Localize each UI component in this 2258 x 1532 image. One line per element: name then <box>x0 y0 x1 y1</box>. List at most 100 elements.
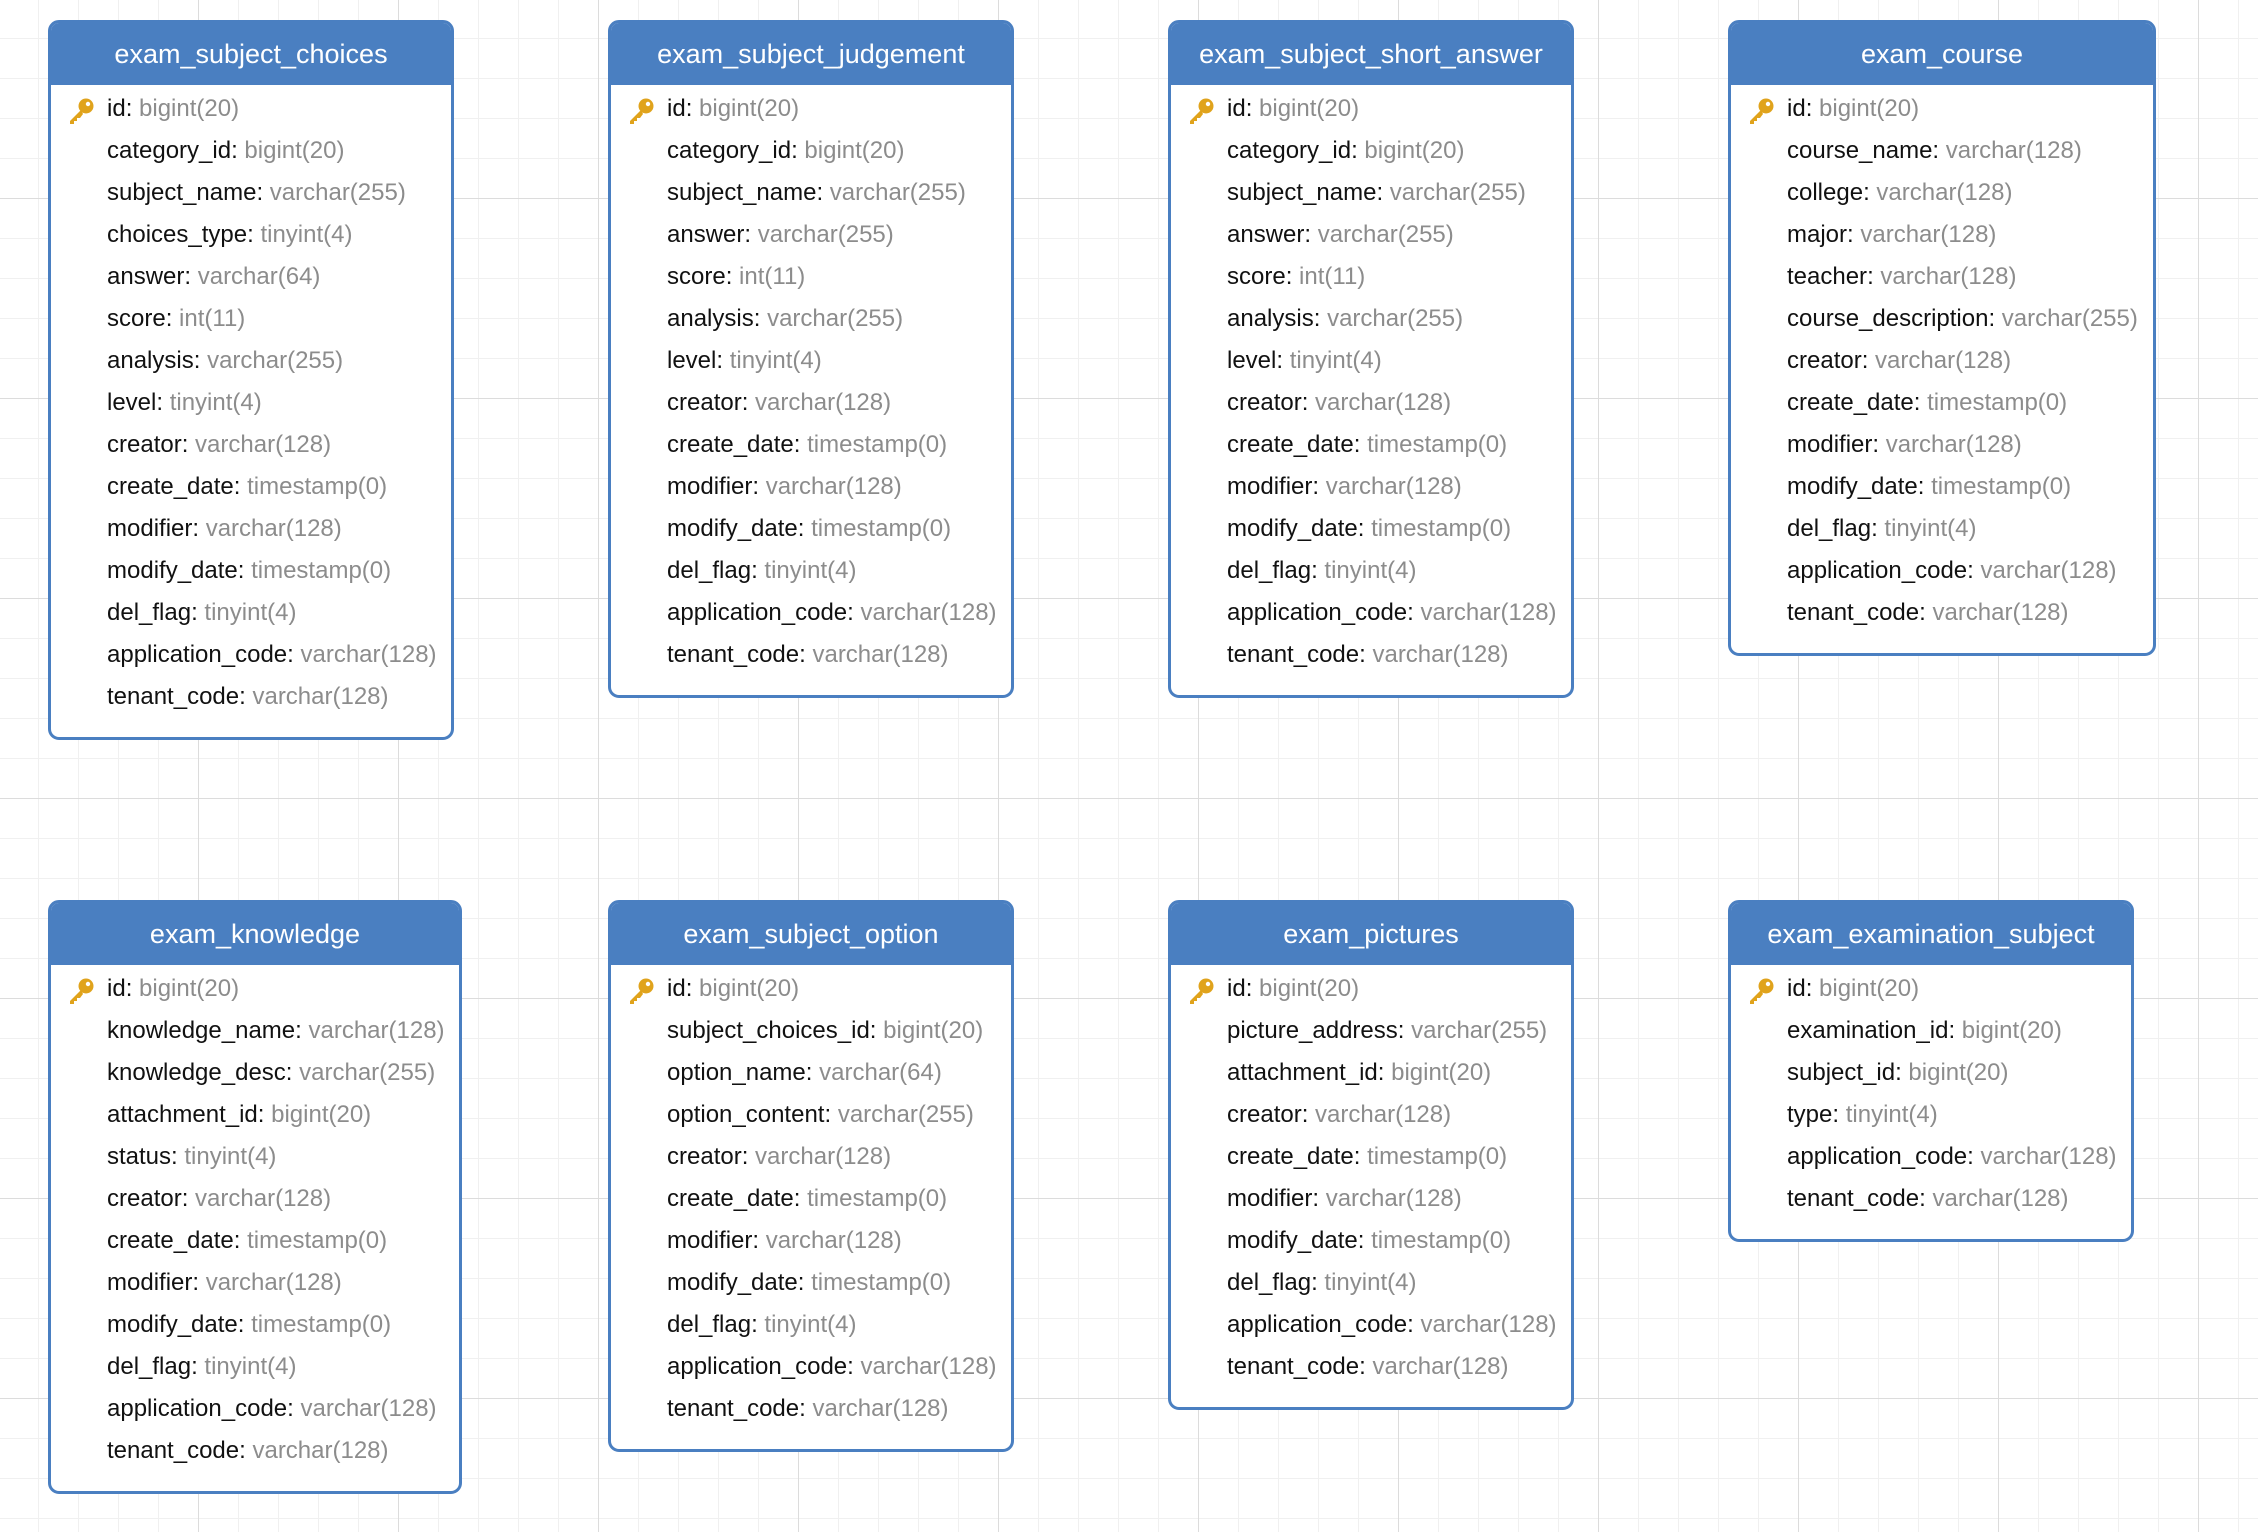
field-row[interactable]: college: varchar(128) <box>1787 179 2013 206</box>
field-row[interactable]: status: tinyint(4) <box>107 1143 277 1170</box>
field-row[interactable]: category_id: bigint(20) <box>667 137 905 164</box>
field-row[interactable]: score: int(11) <box>107 305 246 332</box>
field-row[interactable]: subject_name: varchar(255) <box>667 179 966 206</box>
field-row[interactable]: modifier: varchar(128) <box>107 515 342 542</box>
field-row[interactable]: tenant_code: varchar(128) <box>667 641 949 668</box>
field-row[interactable]: tenant_code: varchar(128) <box>1227 641 1509 668</box>
field-row[interactable]: category_id: bigint(20) <box>1227 137 1465 164</box>
field-row[interactable]: attachment_id: bigint(20) <box>1227 1059 1492 1086</box>
field-row[interactable]: level: tinyint(4) <box>1227 347 1382 374</box>
field-row[interactable]: knowledge_name: varchar(128) <box>107 1017 445 1044</box>
field-row[interactable]: option_name: varchar(64) <box>667 1059 942 1086</box>
primary-key-field[interactable]: id: bigint(20) <box>1731 969 2131 1011</box>
field-row[interactable]: del_flag: tinyint(4) <box>667 557 857 584</box>
primary-key-field[interactable]: id: bigint(20) <box>611 969 1011 1011</box>
field-row[interactable]: del_flag: tinyint(4) <box>667 1311 857 1338</box>
field-row[interactable]: modifier: varchar(128) <box>1787 431 2022 458</box>
field-row[interactable]: answer: varchar(255) <box>667 221 894 248</box>
field-row[interactable]: application_code: varchar(128) <box>667 599 997 626</box>
field-row[interactable]: level: tinyint(4) <box>107 389 262 416</box>
field-row[interactable]: course_description: varchar(255) <box>1787 305 2138 332</box>
field-row[interactable]: teacher: varchar(128) <box>1787 263 2017 290</box>
field-row[interactable]: major: varchar(128) <box>1787 221 1997 248</box>
field-row[interactable]: del_flag: tinyint(4) <box>1787 515 1977 542</box>
entity-exam-subject-option[interactable]: exam_subject_option id: bigint(20)subjec… <box>608 900 1014 1452</box>
field-row[interactable]: option_content: varchar(255) <box>667 1101 974 1128</box>
entity-exam-subject-choices[interactable]: exam_subject_choices id: bigint(20)categ… <box>48 20 454 740</box>
field-row[interactable]: application_code: varchar(128) <box>1227 1311 1557 1338</box>
field-row[interactable]: creator: varchar(128) <box>1227 1101 1452 1128</box>
entity-exam-pictures[interactable]: exam_pictures id: bigint(20)picture_addr… <box>1168 900 1574 1410</box>
field-row[interactable]: subject_id: bigint(20) <box>1787 1059 2009 1086</box>
field-row[interactable]: del_flag: tinyint(4) <box>1227 557 1417 584</box>
field-row[interactable]: modify_date: timestamp(0) <box>107 557 392 584</box>
field-row[interactable]: modify_date: timestamp(0) <box>107 1311 392 1338</box>
field-row[interactable]: del_flag: tinyint(4) <box>1227 1269 1417 1296</box>
field-row[interactable]: modifier: varchar(128) <box>107 1269 342 1296</box>
field-row[interactable]: creator: varchar(128) <box>107 1185 332 1212</box>
field-row[interactable]: tenant_code: varchar(128) <box>107 683 389 710</box>
field-row[interactable]: creator: varchar(128) <box>667 1143 892 1170</box>
field-row[interactable]: modifier: varchar(128) <box>1227 473 1462 500</box>
field-row[interactable]: tenant_code: varchar(128) <box>1787 599 2069 626</box>
entity-exam-knowledge[interactable]: exam_knowledge id: bigint(20)knowledge_n… <box>48 900 462 1494</box>
primary-key-field[interactable]: id: bigint(20) <box>1171 969 1571 1011</box>
primary-key-field[interactable]: id: bigint(20) <box>1171 89 1571 131</box>
field-row[interactable]: subject_name: varchar(255) <box>107 179 406 206</box>
field-row[interactable]: answer: varchar(64) <box>107 263 321 290</box>
field-row[interactable]: creator: varchar(128) <box>107 431 332 458</box>
field-row[interactable]: subject_name: varchar(255) <box>1227 179 1526 206</box>
field-row[interactable]: create_date: timestamp(0) <box>667 431 948 458</box>
field-row[interactable]: create_date: timestamp(0) <box>667 1185 948 1212</box>
field-row[interactable]: picture_address: varchar(255) <box>1227 1017 1548 1044</box>
field-row[interactable]: modifier: varchar(128) <box>667 473 902 500</box>
field-row[interactable]: create_date: timestamp(0) <box>107 1227 388 1254</box>
field-row[interactable]: application_code: varchar(128) <box>1787 1143 2117 1170</box>
field-row[interactable]: application_code: varchar(128) <box>1787 557 2117 584</box>
field-row[interactable]: tenant_code: varchar(128) <box>1787 1185 2069 1212</box>
field-row[interactable]: modify_date: timestamp(0) <box>1227 515 1512 542</box>
field-row[interactable]: application_code: varchar(128) <box>107 1395 437 1422</box>
field-row[interactable]: application_code: varchar(128) <box>1227 599 1557 626</box>
field-row[interactable]: analysis: varchar(255) <box>1227 305 1464 332</box>
field-row[interactable]: subject_choices_id: bigint(20) <box>667 1017 984 1044</box>
field-row[interactable]: analysis: varchar(255) <box>107 347 344 374</box>
field-row[interactable]: examination_id: bigint(20) <box>1787 1017 2062 1044</box>
field-row[interactable]: creator: varchar(128) <box>667 389 892 416</box>
field-row[interactable]: choices_type: tinyint(4) <box>107 221 353 248</box>
field-row[interactable]: creator: varchar(128) <box>1787 347 2012 374</box>
field-row[interactable]: course_name: varchar(128) <box>1787 137 2082 164</box>
entity-exam-subject-short-answer[interactable]: exam_subject_short_answer id: bigint(20)… <box>1168 20 1574 698</box>
field-row[interactable]: application_code: varchar(128) <box>667 1353 997 1380</box>
primary-key-field[interactable]: id: bigint(20) <box>51 89 451 131</box>
field-row[interactable]: modify_date: timestamp(0) <box>667 1269 952 1296</box>
field-row[interactable]: tenant_code: varchar(128) <box>107 1437 389 1464</box>
field-row[interactable]: level: tinyint(4) <box>667 347 822 374</box>
field-row[interactable]: modify_date: timestamp(0) <box>1227 1227 1512 1254</box>
field-row[interactable]: creator: varchar(128) <box>1227 389 1452 416</box>
field-row[interactable]: knowledge_desc: varchar(255) <box>107 1059 436 1086</box>
field-row[interactable]: tenant_code: varchar(128) <box>1227 1353 1509 1380</box>
entity-exam-course[interactable]: exam_course id: bigint(20)course_name: v… <box>1728 20 2156 656</box>
field-row[interactable]: category_id: bigint(20) <box>107 137 345 164</box>
primary-key-field[interactable]: id: bigint(20) <box>51 969 459 1011</box>
field-row[interactable]: create_date: timestamp(0) <box>1787 389 2068 416</box>
field-row[interactable]: create_date: timestamp(0) <box>107 473 388 500</box>
field-row[interactable]: modify_date: timestamp(0) <box>667 515 952 542</box>
field-row[interactable]: modify_date: timestamp(0) <box>1787 473 2072 500</box>
field-row[interactable]: score: int(11) <box>1227 263 1366 290</box>
field-row[interactable]: tenant_code: varchar(128) <box>667 1395 949 1422</box>
field-row[interactable]: del_flag: tinyint(4) <box>107 1353 297 1380</box>
field-row[interactable]: modifier: varchar(128) <box>667 1227 902 1254</box>
entity-exam-subject-judgement[interactable]: exam_subject_judgement id: bigint(20)cat… <box>608 20 1014 698</box>
field-row[interactable]: modifier: varchar(128) <box>1227 1185 1462 1212</box>
field-row[interactable]: application_code: varchar(128) <box>107 641 437 668</box>
field-row[interactable]: attachment_id: bigint(20) <box>107 1101 372 1128</box>
entity-exam-examination-subject[interactable]: exam_examination_subject id: bigint(20)e… <box>1728 900 2134 1242</box>
field-row[interactable]: del_flag: tinyint(4) <box>107 599 297 626</box>
field-row[interactable]: type: tinyint(4) <box>1787 1101 1938 1128</box>
field-row[interactable]: answer: varchar(255) <box>1227 221 1454 248</box>
field-row[interactable]: score: int(11) <box>667 263 806 290</box>
primary-key-field[interactable]: id: bigint(20) <box>1731 89 2153 131</box>
field-row[interactable]: analysis: varchar(255) <box>667 305 904 332</box>
